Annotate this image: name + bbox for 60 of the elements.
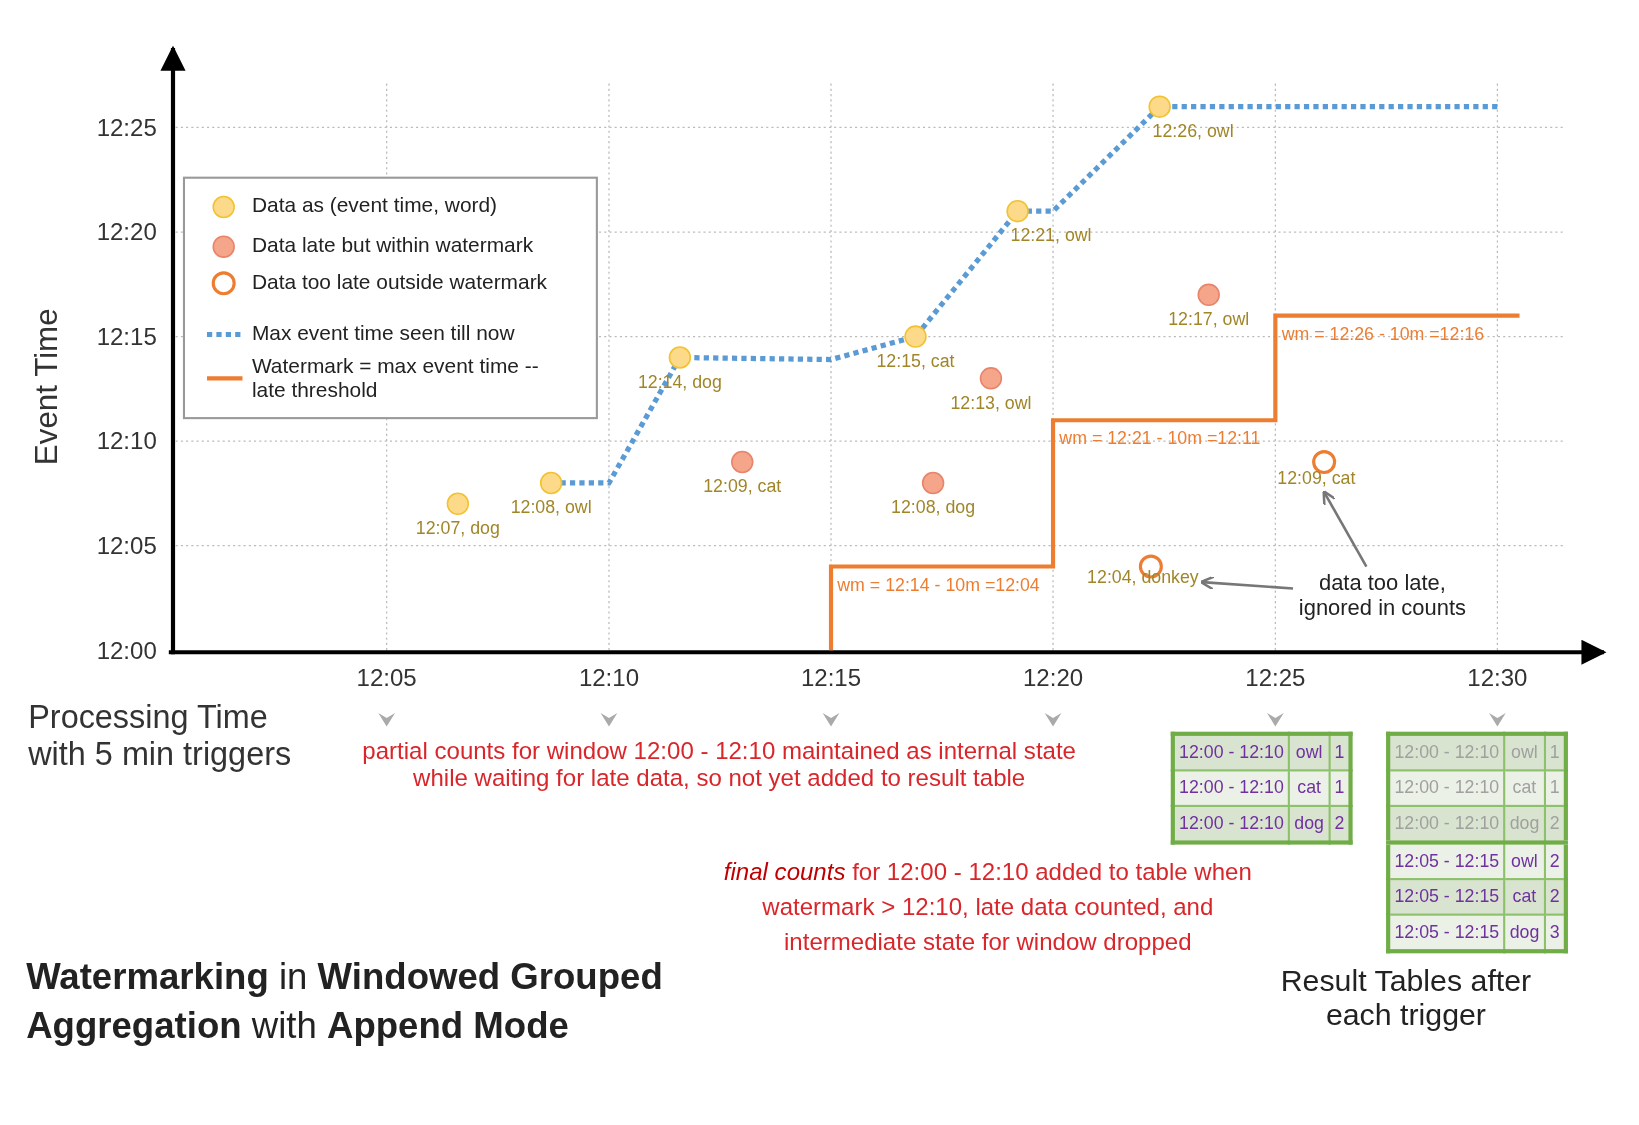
point-label: 12:09, cat [1277, 468, 1356, 489]
table-cell: cat [1289, 770, 1330, 806]
table-cell: 12:05 - 12:15 [1388, 879, 1505, 915]
axis-tick-label: 12:05 [356, 663, 417, 691]
point-label: 12:07, dog [415, 518, 500, 539]
point-label: 12:17, owl [1168, 309, 1250, 330]
threshold-label: wm = 12:21 - 10m =12:11 [1059, 428, 1261, 449]
table-cell: 1 [1544, 733, 1566, 771]
axis-tick-label: 12:15 [800, 663, 862, 691]
table-cell: dog [1504, 914, 1545, 952]
threshold-label: wm = 12:26 - 10m =12:16 [1281, 323, 1485, 344]
leader-arrow [1322, 490, 1368, 568]
axis-tick-label: 12:30 [1467, 663, 1528, 691]
axis-title: Event Time [29, 308, 65, 466]
annotation-text: data too late, ignored in counts [1296, 569, 1469, 621]
point-label: 12:09, cat [703, 476, 782, 497]
table-cell: 2 [1544, 842, 1566, 880]
table-cell: 12:00 - 12:10 [1172, 770, 1290, 806]
table-cell: 12:05 - 12:15 [1388, 914, 1505, 952]
table-cell: 1 [1329, 733, 1351, 771]
axis-tick-label: 12:10 [96, 427, 157, 455]
axis-tick-label: 12:15 [96, 322, 157, 350]
table-cell: cat [1504, 770, 1545, 806]
table-cell: 12:00 - 12:10 [1388, 770, 1505, 806]
leader-arrow [1199, 575, 1294, 591]
legend-label: Data as (event time, word) [251, 193, 498, 218]
legend-label: Data late but within watermark [251, 233, 534, 258]
table-cell: owl [1504, 842, 1545, 880]
point-label: 12:26, owl [1152, 121, 1234, 141]
diagram-title: Watermarking in Windowed Grouped Aggregation with Append Mode [26, 954, 664, 1048]
legend-label: Watermark = max event time -- late threshold [251, 354, 540, 403]
note-text: partial counts for window 12:00 - 12:10 maintained as internal state while waiting for late data, so not yet added to result table [361, 736, 1077, 793]
axis-tick-label: 12:25 [96, 113, 157, 141]
table-cell: 12:00 - 12:10 [1388, 733, 1505, 771]
caption-text: Result Tables after each trigger [1279, 963, 1533, 1034]
point-label: 12:13, owl [950, 392, 1032, 413]
point-label: 12:08, dog [891, 497, 976, 518]
axis-title: Processing Time with 5 min triggers [28, 698, 293, 773]
axis-tick-label: 12:00 [96, 636, 157, 664]
point-label: 12:15, cat [876, 350, 955, 371]
note-text: final counts for 12:00 - 12:10 added to table when watermark > 12:10, late data counted, and intermediate state for window dropped [722, 857, 1253, 958]
legend-label: Max event time seen till now [251, 320, 515, 345]
axis-tick-label: 12:20 [1023, 663, 1084, 691]
table-cell: 12:00 - 12:10 [1172, 733, 1290, 771]
table-cell: dog [1289, 805, 1330, 843]
table-cell: owl [1504, 733, 1545, 771]
point-label: 12:14, dog [637, 371, 722, 392]
table-cell: cat [1504, 879, 1545, 915]
axis-tick-label: 12:05 [96, 532, 157, 560]
axis-tick-label: 12:20 [96, 218, 157, 246]
threshold-label: wm = 12:14 - 10m =12:04 [837, 574, 1040, 595]
axis-tick-label: 12:10 [578, 663, 640, 691]
legend-label: Data too late outside watermark [251, 269, 548, 294]
point-label: 12:04, donkey [1087, 567, 1199, 589]
point-label: 12:21, owl [1010, 225, 1092, 246]
table-cell: 12:05 - 12:15 [1388, 842, 1505, 880]
table-cell: owl [1289, 733, 1330, 771]
axis-tick-label: 12:25 [1245, 663, 1306, 691]
table-cell: 12:00 - 12:10 [1172, 805, 1290, 843]
point-label: 12:08, owl [510, 497, 592, 518]
